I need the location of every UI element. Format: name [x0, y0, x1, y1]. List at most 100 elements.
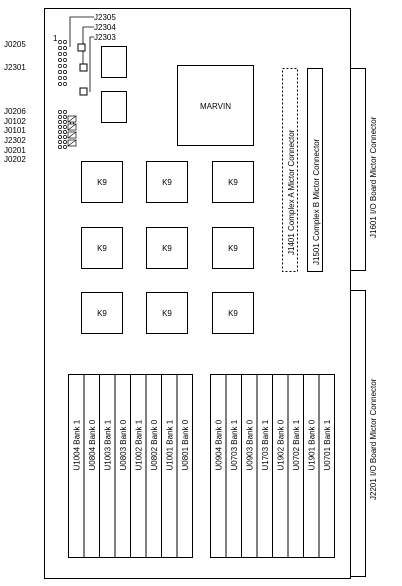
header-pin: [63, 82, 67, 86]
j0101-label: J0101: [4, 126, 26, 135]
header-pin: [58, 110, 62, 114]
j2305-leader: [69, 16, 94, 47]
k9-label: K9: [162, 244, 172, 253]
header-pin: [58, 58, 62, 62]
dimm-slot-label: U1902 Bank 0: [276, 419, 285, 470]
header-pin: [63, 135, 67, 139]
k9-chip: [81, 292, 123, 334]
j1401-label: J1401 Complex A Mictor Connector: [287, 129, 296, 255]
k9-label: K9: [228, 244, 238, 253]
header-pin: [63, 40, 67, 44]
jumper-j2304: [79, 63, 88, 72]
header-pin: [58, 140, 62, 144]
header-pin: [63, 76, 67, 80]
k9-chip: [81, 161, 123, 203]
j0201-label: J0201: [4, 146, 26, 155]
j1501-connector: [307, 68, 323, 272]
header-pin: [58, 135, 62, 139]
j2303-label: J2303: [94, 33, 116, 42]
dimm-slot-label: U0803 Bank 0: [119, 419, 128, 470]
header-pin: [58, 82, 62, 86]
j0202-label: J0202: [4, 155, 26, 164]
j2305-label: J2305: [94, 13, 116, 22]
header-pin: [63, 145, 67, 149]
pin-one-label: 1: [53, 34, 58, 43]
k9-chip: [146, 292, 188, 334]
header-pin: [63, 125, 67, 129]
dimm-slot-label: U0801 Bank 0: [181, 419, 190, 470]
header-pin: [63, 115, 67, 119]
jumper-hatch: [67, 131, 77, 139]
k9-chip: [146, 161, 188, 203]
marvin-label: MARVIN: [200, 102, 231, 111]
dimm-slot-label: U1004 Bank 1: [72, 419, 81, 470]
dimm-slot-label: U1002 Bank 1: [134, 419, 143, 470]
header-pin: [58, 64, 62, 68]
small-chip-upper: [101, 46, 127, 78]
header-pin: [58, 120, 62, 124]
jumper-hatch: [67, 123, 77, 131]
j2302-label: J2302: [4, 136, 26, 145]
dimm-slot-label: U0702 Bank 1: [292, 419, 301, 470]
j2301-label: J2301: [4, 63, 26, 72]
j2201-label: J2201 I/O Board Mictor Connector: [369, 378, 378, 500]
k9-chip: [212, 227, 254, 269]
dimm-slot-label: U0703 Bank 1: [230, 419, 239, 470]
k9-chip: [212, 292, 254, 334]
k9-chip: [146, 227, 188, 269]
j2304-label: J2304: [94, 23, 116, 32]
dimm-slot-label: U0802 Bank 0: [150, 419, 159, 470]
header-pins: [58, 40, 77, 149]
j1601-label: J1601 I/O Board Mictor Connector: [369, 116, 378, 238]
k9-label: K9: [228, 178, 238, 187]
small-chip-lower: [101, 91, 127, 123]
j0206-label: J0206: [4, 107, 26, 116]
dimm-slot: [176, 374, 193, 558]
dimm-slot-label: U0903 Bank 0: [245, 419, 254, 470]
jumper-hatch: [67, 139, 77, 147]
jumper-j2303: [79, 87, 88, 96]
dimm-slot-label: U1703 Bank 1: [261, 419, 270, 470]
jumper-hatch: [67, 115, 77, 123]
k9-label: K9: [97, 309, 107, 318]
dimm-slot-label: U0904 Bank 0: [214, 419, 223, 470]
header-pin: [58, 145, 62, 149]
header-pin: [63, 64, 67, 68]
dimm-slot-label: U1901 Bank 0: [307, 419, 316, 470]
k9-chip: [212, 161, 254, 203]
header-pin: [58, 125, 62, 129]
dimm-slot-label: U1003 Bank 1: [103, 419, 112, 470]
header-pin: [63, 58, 67, 62]
marvin-chip: [177, 65, 254, 146]
k9-label: K9: [97, 244, 107, 253]
header-pin: [58, 76, 62, 80]
header-pin: [58, 115, 62, 119]
j2201-connector: [350, 290, 366, 577]
header-pin: [58, 130, 62, 134]
dimm-slot: [318, 374, 335, 558]
header-pin: [63, 140, 67, 144]
dimm-slot-label: U0701 Bank 1: [323, 419, 332, 470]
j1501-label: J1501 Complex B Mictor Connector: [312, 138, 321, 265]
header-pin: [63, 110, 67, 114]
j0205-label: J0205: [4, 40, 26, 49]
j0102-label: J0102: [4, 117, 26, 126]
header-pin: [63, 120, 67, 124]
dimm-slot-array: U1004 Bank 1 U0804 Bank 0 U1003 Bank 1 U080…: [68, 374, 335, 558]
j2303-leader: [89, 36, 94, 92]
dimm-slot-label: U1001 Bank 1: [165, 419, 174, 470]
k9-label: K9: [97, 178, 107, 187]
k9-label: K9: [162, 309, 172, 318]
j1601-connector: [350, 68, 366, 271]
k9-chip: [81, 227, 123, 269]
k9-label: K9: [162, 178, 172, 187]
dimm-slot-label: U0804 Bank 0: [88, 419, 97, 470]
header-pin: [63, 46, 67, 50]
header-pin: [63, 52, 67, 56]
header-pin: [58, 70, 62, 74]
j2304-leader: [82, 26, 94, 70]
header-pin: [58, 46, 62, 50]
header-pin: [63, 130, 67, 134]
